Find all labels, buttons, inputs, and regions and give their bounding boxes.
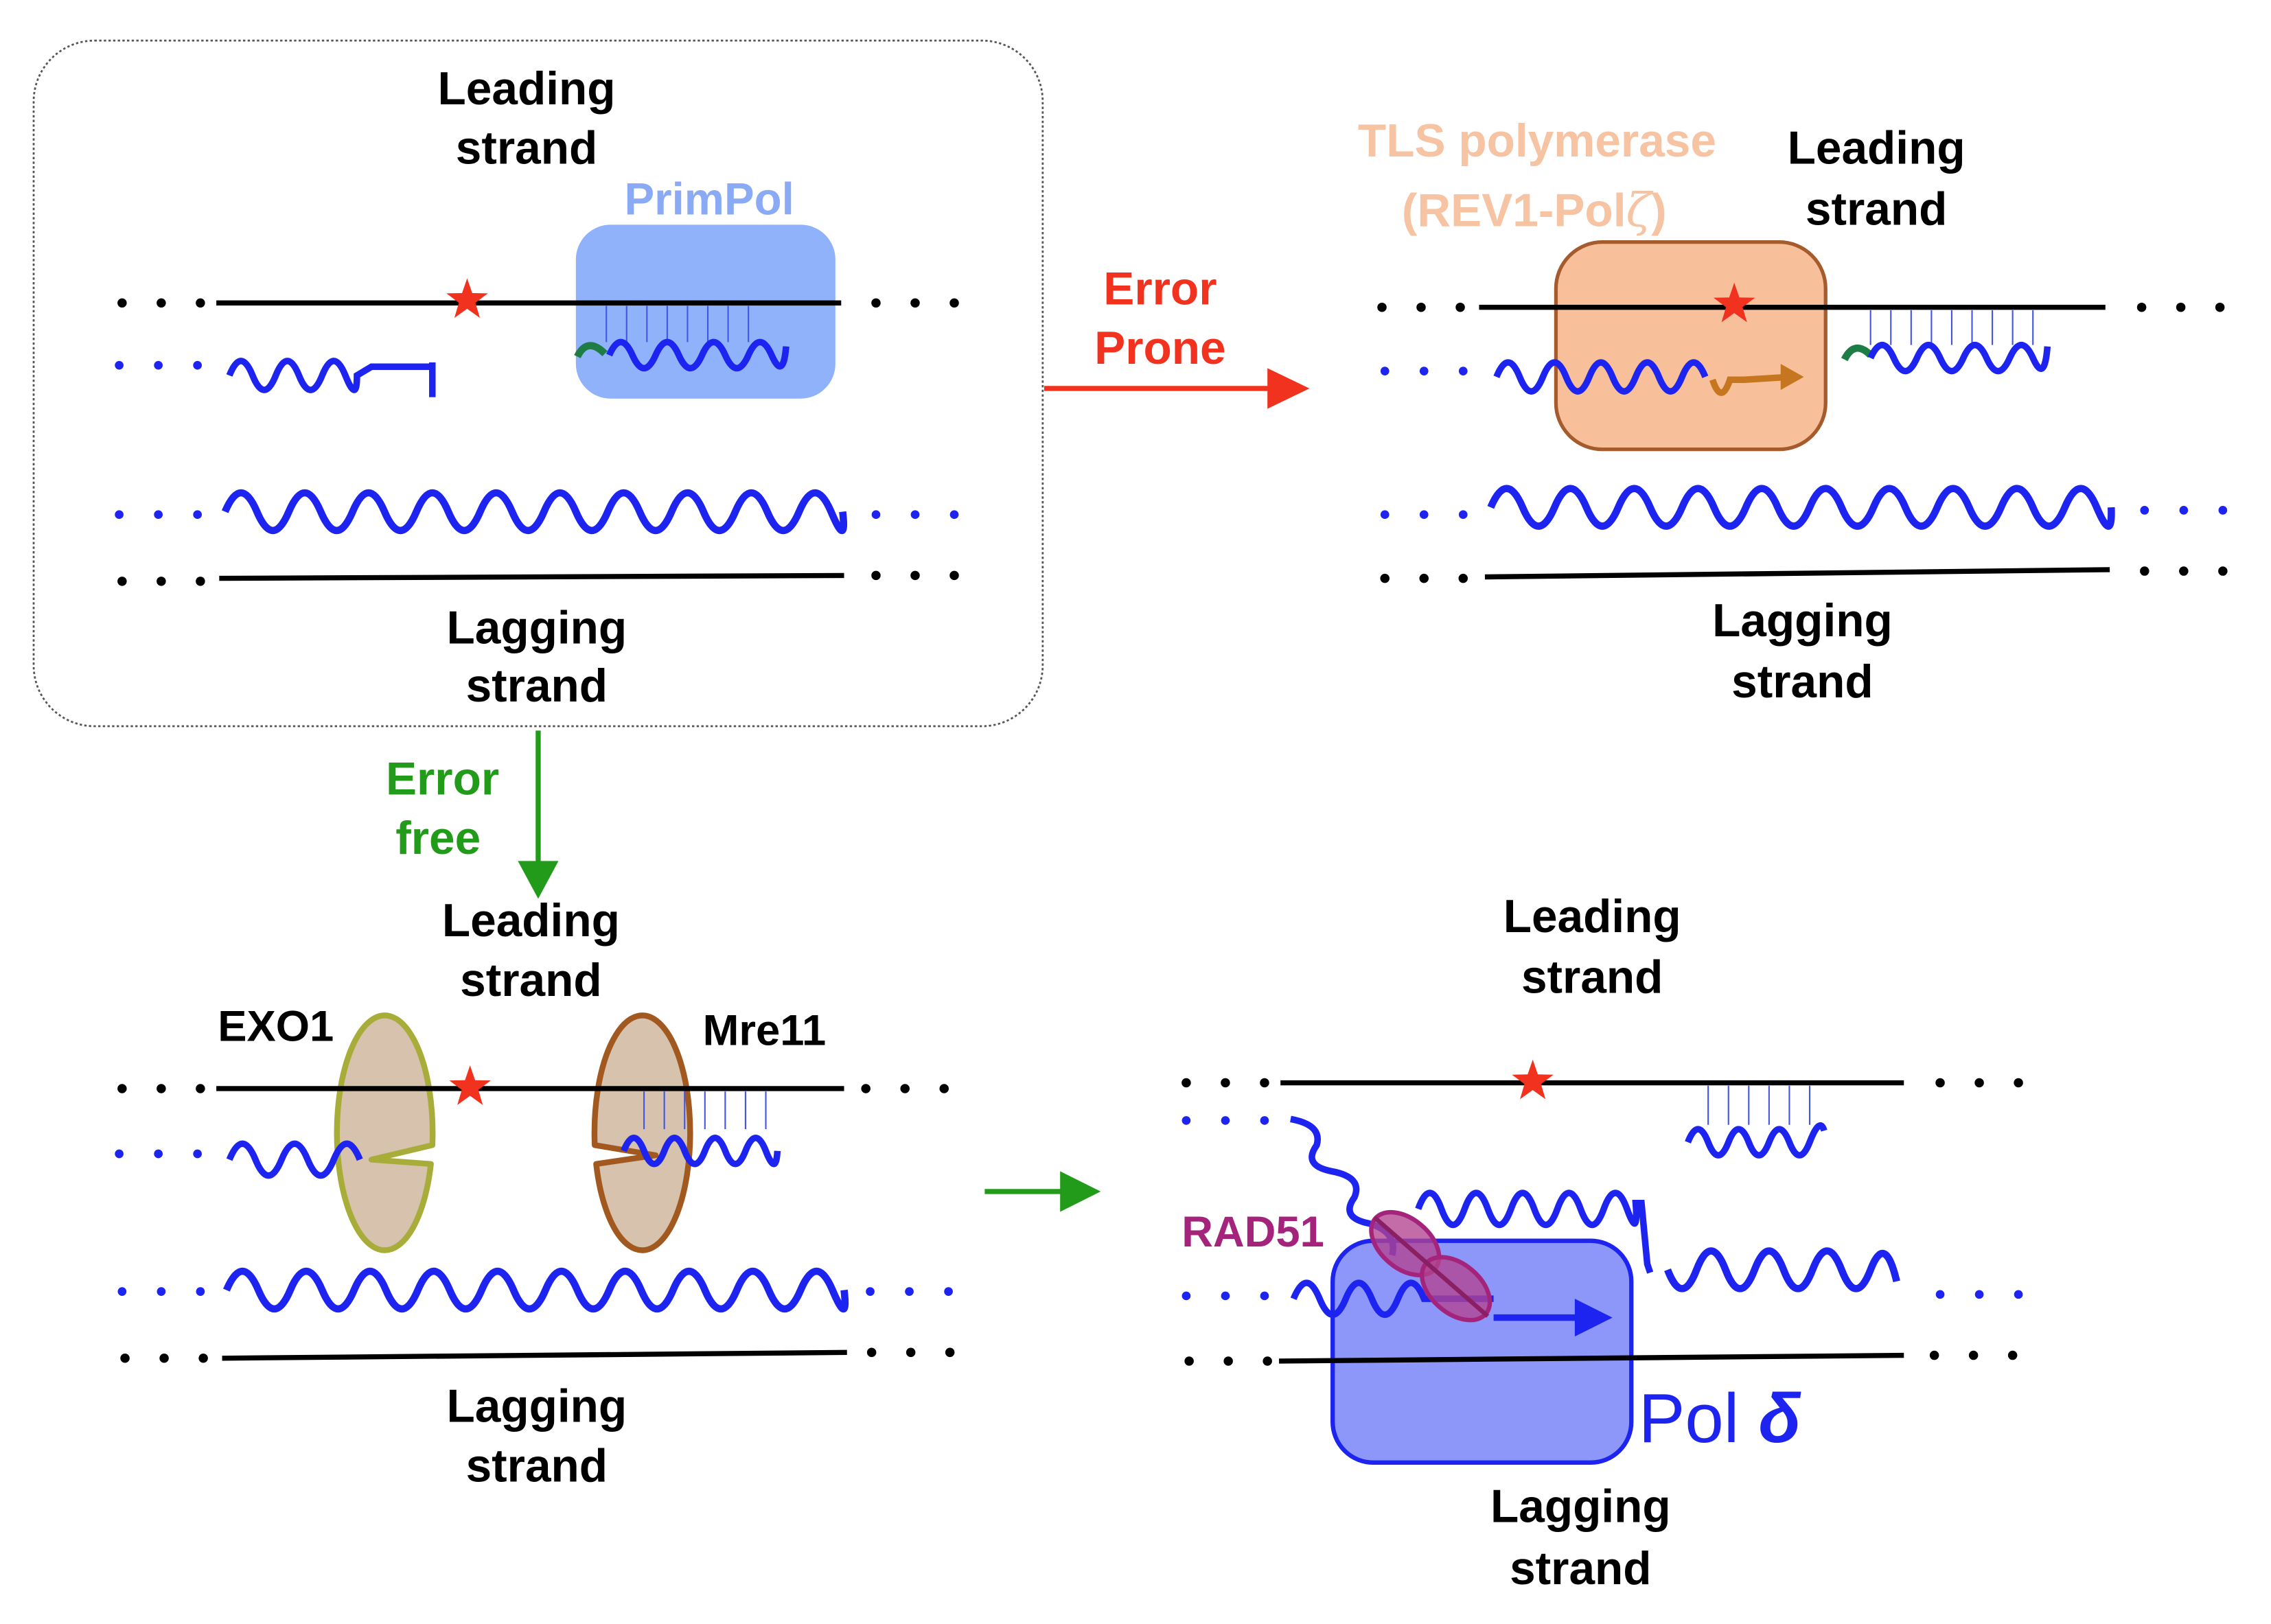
lagging-strand-label-line2: strand — [1510, 1543, 1651, 1594]
tls-polymerase-label-line2: (REV1-Polζ) — [1402, 183, 1667, 237]
exo1-label: EXO1 — [218, 1002, 334, 1050]
panel-bottom-left: Leading strand EXO1 Mre11 — [115, 895, 955, 1492]
mre11-label: Mre11 — [703, 1007, 827, 1055]
panel-top-left: Leading strand PrimPol — [32, 39, 1044, 728]
lagging-strand-label-line1: Lagging — [446, 1381, 627, 1432]
template-lagging-strand — [1184, 1350, 2018, 1366]
rad51-label: RAD51 — [1181, 1208, 1324, 1256]
stalled-nascent-leading — [115, 358, 436, 397]
tls-extension-arrow — [1709, 373, 1791, 397]
template-lagging-strand — [1380, 566, 2228, 583]
downstream-nascent-segment — [621, 1135, 781, 1168]
error-prone-arrowhead — [1267, 368, 1310, 409]
lagging-strand-label-line2: strand — [1731, 656, 1873, 708]
nascent-lagging-strand — [115, 489, 959, 535]
template-leading-strand — [117, 1084, 949, 1093]
error-free-pathway: Error free — [386, 730, 559, 899]
mre11-nuclease — [591, 1012, 693, 1253]
pol-delta-extension-arrowhead — [1574, 1299, 1613, 1337]
downstream-nascent-segment — [1685, 1122, 1828, 1159]
nascent-leading-strand — [1380, 359, 1709, 395]
leading-strand-label-line2: strand — [1521, 952, 1663, 1004]
panel-top-right: TLS polymerase (REV1-Polζ) Leading stran… — [1358, 115, 2228, 708]
error-free-label-line2: free — [395, 813, 481, 864]
lagging-strand-label-line1: Lagging — [1490, 1481, 1671, 1532]
leading-strand-label-line2: strand — [1806, 183, 1947, 235]
tls-polymerase-label-line1: TLS polymerase — [1358, 115, 1716, 167]
template-leading-strand — [1377, 302, 2225, 312]
nascent-lagging-strand — [117, 1267, 953, 1313]
primpol-box — [575, 224, 835, 399]
recombination-arrowhead — [1060, 1171, 1101, 1212]
tls-polymerase-box — [1554, 240, 1828, 452]
nascent-lagging-strand — [1380, 485, 2228, 530]
dot — [1221, 1116, 1230, 1125]
primpol-nascent-strand — [606, 338, 789, 371]
lagging-strand-label-line2: strand — [466, 1440, 608, 1492]
error-free-label-line1: Error — [386, 753, 499, 804]
recombination-pathway-arrow — [984, 1171, 1101, 1212]
pol-delta-label: Pol δ — [1639, 1380, 1802, 1457]
error-prone-label-line1: Error — [1103, 263, 1217, 314]
leading-strand-label-line1: Leading — [438, 63, 616, 115]
dot — [1181, 1116, 1191, 1125]
template-lagging-strand — [120, 1347, 955, 1363]
red-star-icon — [449, 1065, 491, 1105]
tls-extension-arrowhead — [1780, 364, 1804, 391]
resected-base-pairs — [643, 1091, 767, 1130]
leading-strand-label-line2: strand — [460, 955, 601, 1006]
pol-delta-box — [1330, 1238, 1634, 1465]
downstream-primer — [1841, 345, 1874, 362]
dot — [1260, 1116, 1269, 1125]
panel-bottom-right: Leading strand — [1181, 891, 2023, 1594]
leading-strand-label-line2: strand — [456, 123, 597, 174]
template-leading-strand — [117, 298, 959, 308]
primpol-base-pairs — [606, 305, 750, 343]
exo1-nuclease — [334, 1012, 436, 1253]
displaced-nascent-lagging-strand — [1415, 1190, 1654, 1274]
primpol-primer — [574, 342, 608, 359]
downstream-nascent-segment — [1867, 342, 2051, 375]
red-star-icon — [446, 278, 488, 318]
lagging-strand-label-line1: Lagging — [1712, 595, 1893, 647]
red-star-icon — [1713, 282, 1755, 323]
displaced-lagging-continuation — [1664, 1247, 1900, 1292]
error-free-arrowhead — [518, 861, 559, 899]
leading-strand-label-line1: Leading — [442, 895, 620, 947]
downstream-base-pairs — [1707, 1085, 1811, 1125]
leading-strand-label-line1: Leading — [1788, 123, 1965, 174]
downstream-base-pairs — [1869, 310, 2034, 345]
red-star-icon — [1512, 1059, 1554, 1100]
error-prone-pathway: Error Prone — [1044, 263, 1310, 409]
nascent-leading-strand — [115, 1140, 363, 1179]
rad51-filament — [1369, 1209, 1492, 1323]
nascent-lagging-strand — [1181, 1279, 2023, 1318]
primpol-label: PrimPol — [624, 174, 794, 224]
template-leading-strand — [1181, 1078, 2023, 1088]
leading-strand-label-line1: Leading — [1503, 891, 1681, 942]
error-prone-label-line2: Prone — [1094, 323, 1225, 374]
lagging-strand-label-line1: Lagging — [446, 603, 627, 654]
lagging-strand-label-line2: strand — [466, 660, 608, 712]
template-lagging-strand — [117, 570, 959, 586]
